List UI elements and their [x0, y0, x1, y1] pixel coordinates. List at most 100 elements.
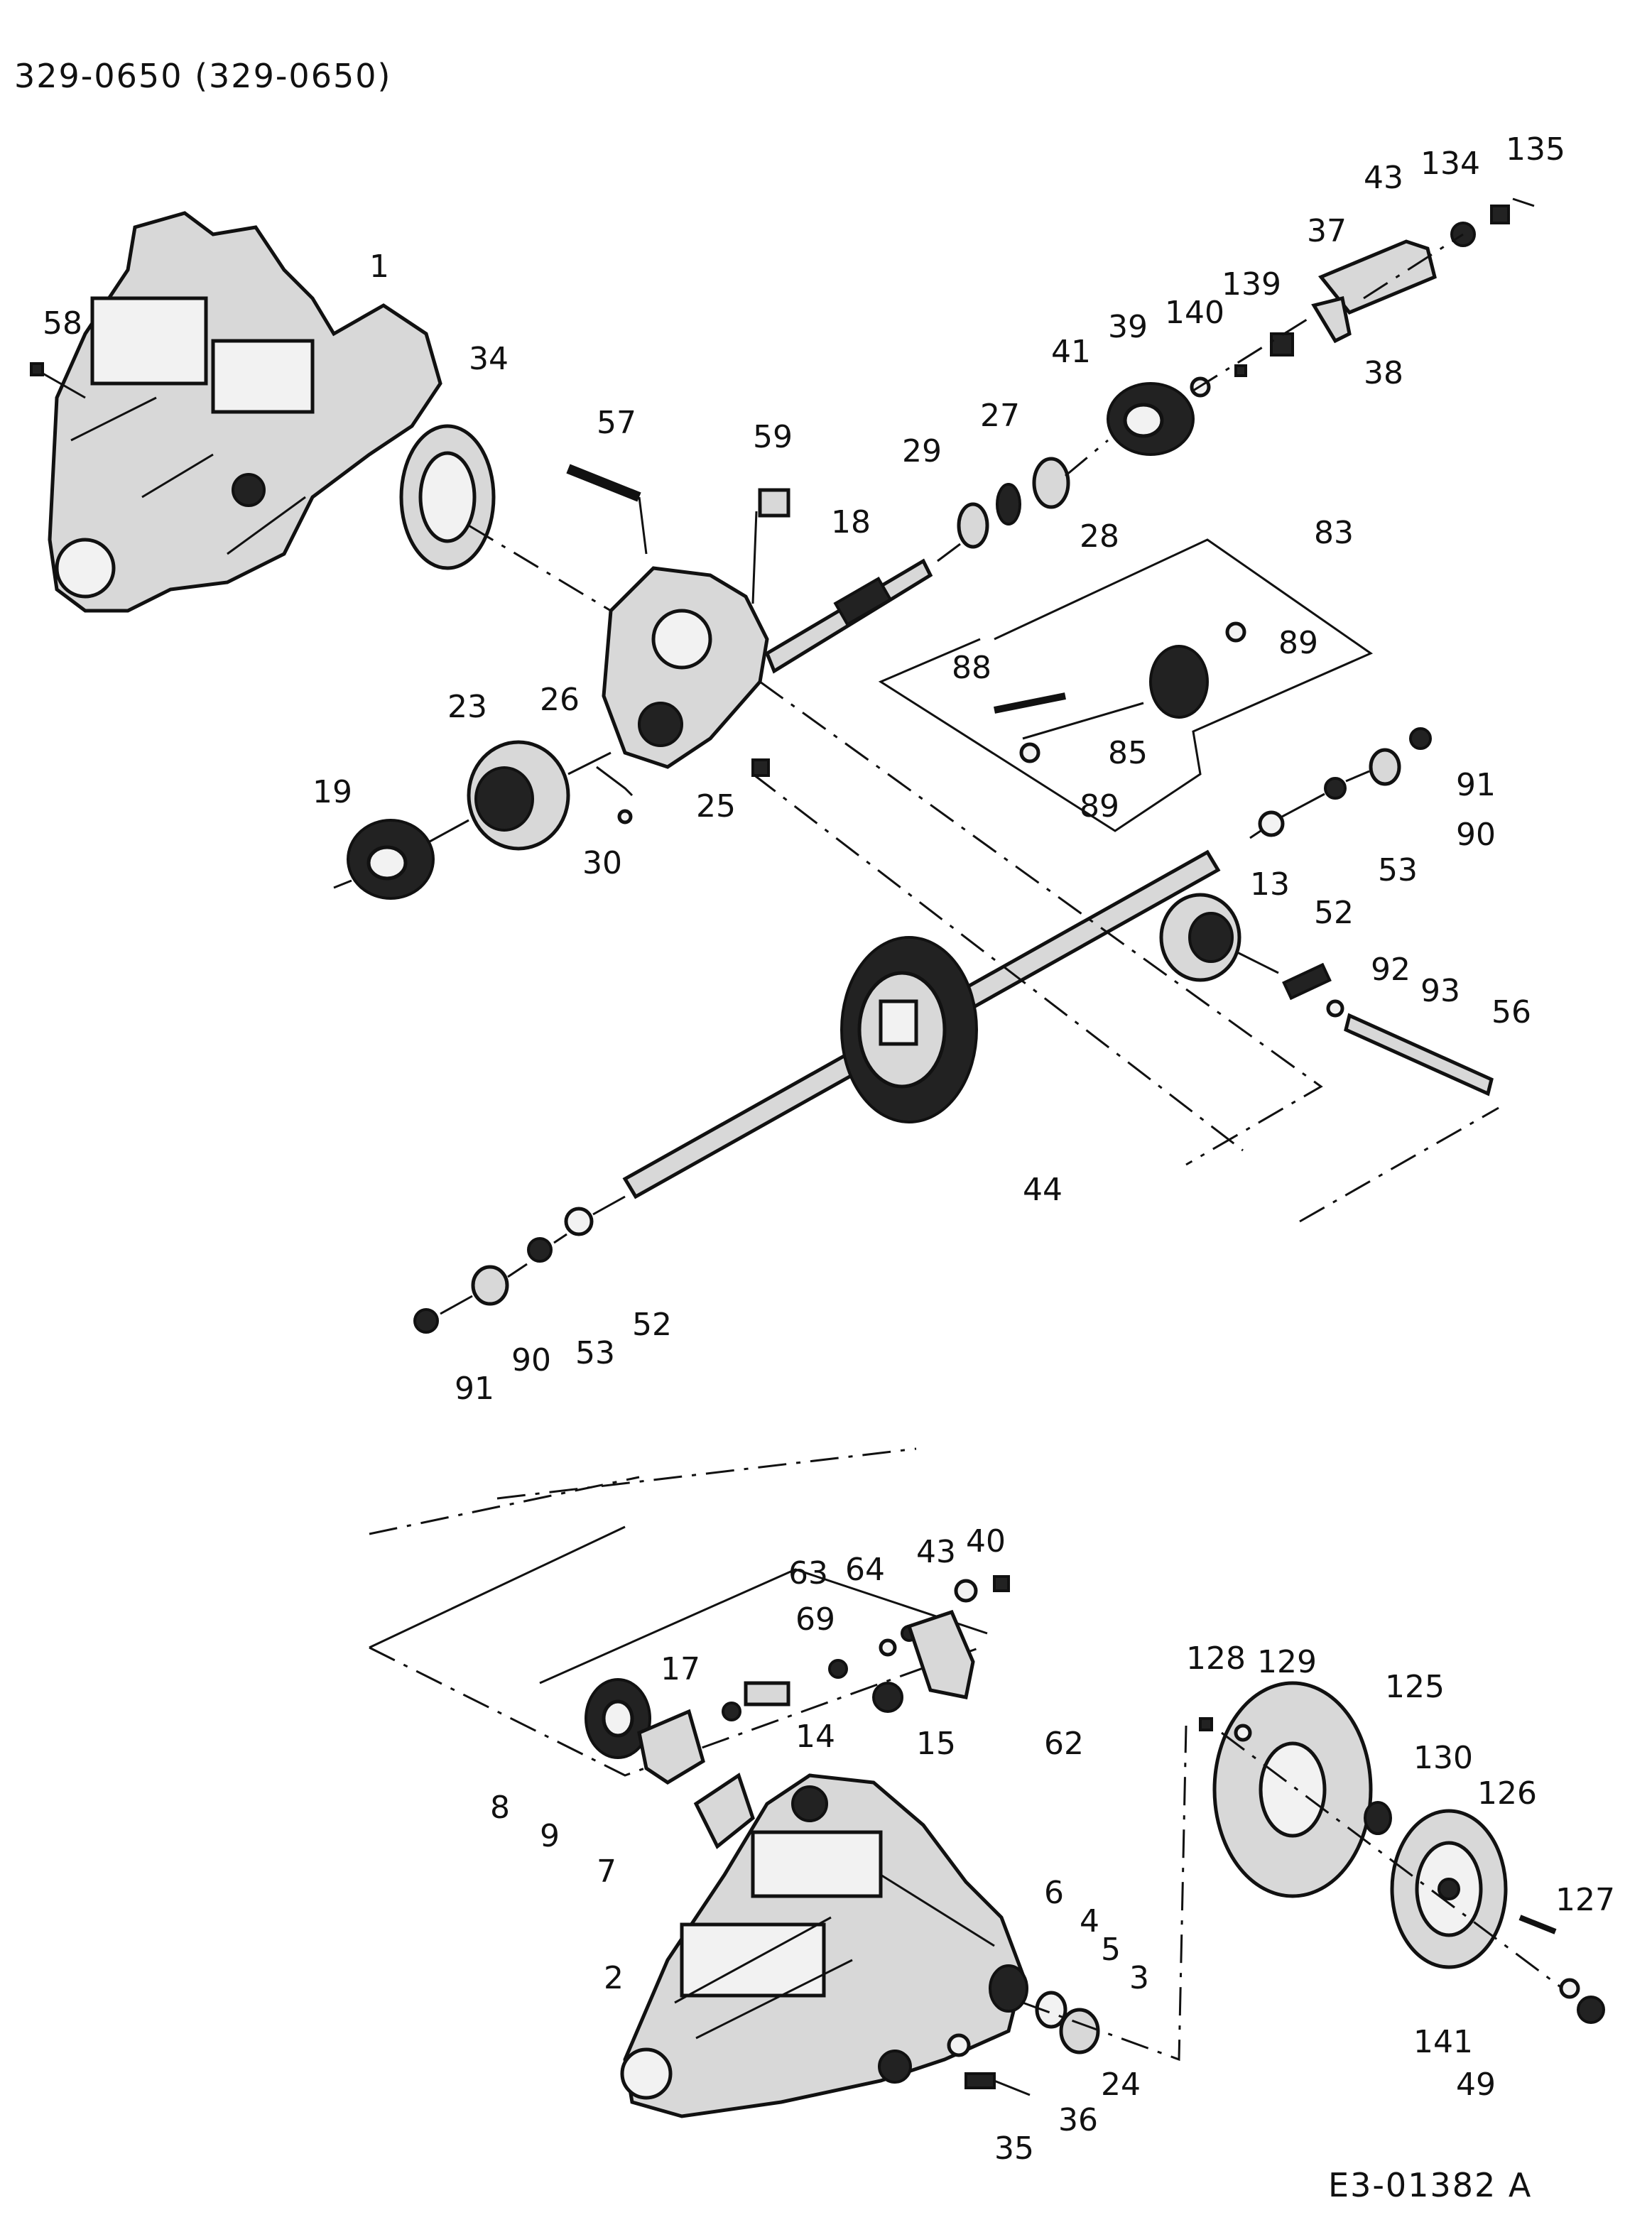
washer-93 [1326, 999, 1344, 1018]
pin-59 [758, 488, 790, 518]
pin-17 [722, 1702, 741, 1721]
part-number-label: 8 [490, 1790, 510, 1826]
gear-41 [1107, 382, 1195, 456]
part-number-label: 40 [966, 1523, 1006, 1560]
nut-69 [828, 1659, 848, 1679]
shaft-18 [764, 558, 933, 674]
part-number-label: 53 [1378, 852, 1418, 888]
part-number-label: 52 [1314, 895, 1354, 931]
part-number-label: 56 [1491, 994, 1531, 1030]
part-number-label: 17 [661, 1651, 700, 1687]
part-number-label: 27 [980, 398, 1020, 434]
part-number-label: 29 [902, 433, 942, 469]
fitting-25 [751, 758, 770, 777]
document-reference: E3-01382 A [1328, 2166, 1533, 2204]
part-number-label: 35 [994, 2130, 1034, 2167]
part-number-label: 6 [1044, 1875, 1064, 1911]
part-number-label: 91 [455, 1371, 494, 1407]
washer-129 [1234, 1724, 1252, 1742]
part-number-label: 36 [1058, 2102, 1098, 2138]
part-number-label: 53 [575, 1335, 615, 1371]
part-number-label: 4 [1080, 1903, 1099, 1939]
washer-29 [957, 502, 989, 549]
shaft-56 [1344, 1013, 1494, 1096]
part-number-label: 129 [1257, 1644, 1317, 1680]
spring-28 [996, 483, 1021, 526]
plug-24 [947, 2033, 971, 2057]
part-number-label: 128 [1186, 1640, 1246, 1677]
pulley-126 [1390, 1809, 1508, 1969]
nut-49 [1577, 1996, 1605, 2024]
bushing-90-right [1369, 748, 1401, 786]
nut-43-lower [954, 1579, 978, 1603]
diagram-title: 329-0650 (329-0650) [14, 57, 392, 95]
part-number-label: 19 [313, 774, 352, 810]
part-number-label: 58 [43, 305, 82, 342]
part-number-label: 93 [1420, 973, 1460, 1009]
part-number-label: 13 [1250, 866, 1290, 903]
part-number-label: 92 [1371, 952, 1411, 988]
part-number-label: 37 [1307, 213, 1347, 249]
seal-91-left [413, 1308, 439, 1334]
axle-44 [622, 849, 1221, 1199]
part-number-label: 52 [632, 1307, 672, 1343]
clip-38 [1311, 295, 1352, 344]
pin-36 [994, 2079, 1031, 2096]
bearing-53-left [527, 1237, 553, 1263]
part-number-label: 139 [1222, 266, 1281, 303]
bearing-53-right [1324, 777, 1347, 800]
part-number-label: 26 [540, 682, 580, 718]
housing-lower-2 [620, 1773, 1025, 2118]
bolt-128 [1199, 1717, 1213, 1731]
fitting-35 [964, 2072, 996, 2089]
part-number-label: 14 [795, 1719, 835, 1755]
part-number-label: 59 [753, 419, 793, 455]
bolt-57 [566, 464, 648, 555]
part-number-label: 23 [447, 689, 487, 725]
housing-left [48, 211, 442, 613]
part-number-label: 28 [1080, 518, 1119, 555]
part-number-label: 91 [1456, 767, 1496, 803]
part-number-label: 127 [1555, 1882, 1615, 1918]
part-number-label: 43 [1364, 160, 1403, 196]
part-number-label: 89 [1278, 625, 1318, 661]
part-number-label: 89 [1080, 788, 1119, 824]
part-number-label: 44 [1023, 1172, 1063, 1208]
part-number-label: 90 [1456, 817, 1496, 853]
washer-134 [1490, 205, 1510, 224]
spring-92 [1282, 962, 1332, 1001]
part-number-label: 83 [1314, 515, 1354, 551]
nut-140 [1234, 364, 1247, 377]
ring-34 [399, 424, 496, 570]
assembly-83 [994, 621, 1246, 763]
part-number-label: 90 [511, 1342, 551, 1378]
part-number-label: 2 [604, 1960, 624, 1996]
ring-5 [1035, 1991, 1067, 2029]
housing-26 [602, 566, 769, 769]
part-number-label: 130 [1413, 1740, 1473, 1776]
lever-14 [744, 1681, 790, 1707]
bearing-23 [467, 740, 570, 851]
pin-135 [1512, 197, 1535, 207]
part-number-label: 41 [1051, 334, 1091, 370]
part-number-label: 25 [696, 788, 736, 824]
spacer-130 [1364, 1801, 1392, 1835]
washer-63 [879, 1638, 897, 1657]
gear-19 [347, 819, 435, 900]
part-number-label: 57 [597, 405, 636, 441]
part-number-label: 43 [916, 1534, 956, 1570]
part-number-label: 5 [1101, 1932, 1121, 1968]
part-number-label: 3 [1129, 1960, 1149, 1996]
washer-52-left [564, 1207, 594, 1236]
bushing-90-left [471, 1265, 509, 1306]
part-number-label: 85 [1108, 735, 1148, 771]
part-number-label: 24 [1101, 2067, 1141, 2103]
part-number-label: 125 [1385, 1669, 1445, 1705]
part-number-label: 88 [952, 650, 991, 686]
fan-125 [1212, 1681, 1373, 1898]
part-number-label: 62 [1044, 1726, 1084, 1762]
plate-7 [693, 1773, 755, 1849]
part-number-label: 39 [1108, 309, 1148, 345]
washer-52-right [1258, 810, 1285, 837]
